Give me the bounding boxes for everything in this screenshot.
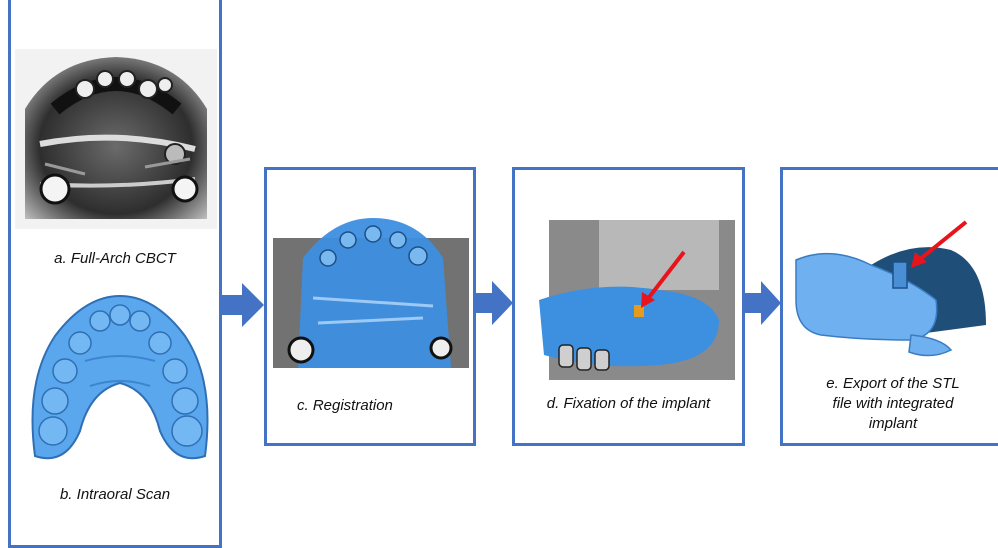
caption-a: a. Full-Arch CBCT bbox=[11, 249, 219, 268]
registration-image bbox=[273, 218, 469, 368]
caption-e-line3: implant bbox=[783, 414, 998, 433]
intraoral-scan-image bbox=[25, 291, 215, 466]
stl-export-image bbox=[791, 210, 991, 360]
flow-arrow-1 bbox=[222, 283, 264, 327]
caption-e-line1: e. Export of the STL bbox=[783, 374, 998, 393]
panel-fixation: d. Fixation of the implant bbox=[512, 167, 745, 446]
caption-d: d. Fixation of the implant bbox=[515, 394, 742, 413]
cbct-image bbox=[15, 49, 217, 229]
panel-input-data: a. Full-Arch CBCT b. Intraoral Scan bbox=[8, 0, 222, 548]
caption-c: c. Registration bbox=[297, 396, 473, 415]
fixation-image bbox=[539, 220, 735, 380]
caption-e-line2: file with integrated bbox=[783, 394, 998, 413]
flow-arrow-2 bbox=[475, 281, 513, 325]
panel-export-stl: e. Export of the STL file with integrate… bbox=[780, 167, 998, 446]
flow-arrow-3 bbox=[745, 281, 781, 325]
panel-registration: c. Registration bbox=[264, 167, 476, 446]
caption-b: b. Intraoral Scan bbox=[11, 485, 219, 504]
